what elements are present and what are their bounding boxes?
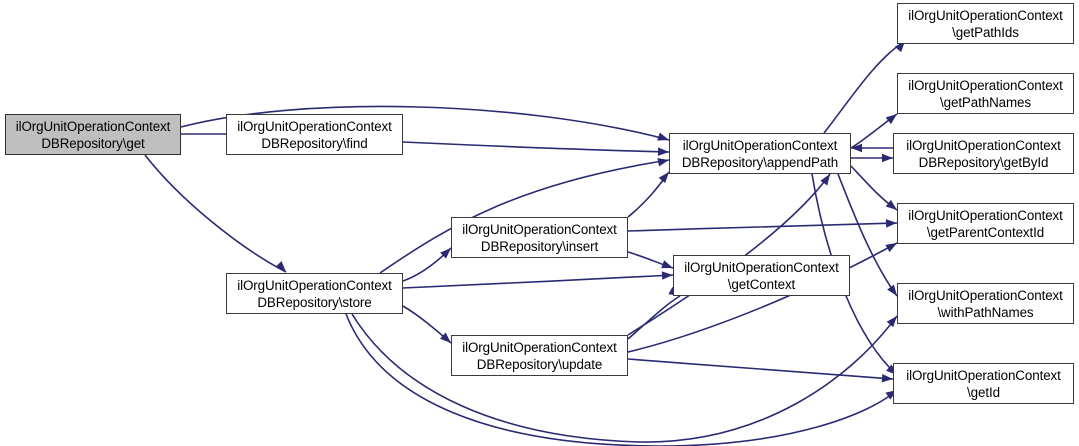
- node-label-line1: ilOrgUnitOperationContext: [237, 277, 392, 293]
- node-label-line1: ilOrgUnitOperationContext: [462, 221, 617, 237]
- arrowhead: [881, 374, 893, 383]
- arrowhead: [886, 316, 897, 328]
- node-label-line1: ilOrgUnitOperationContext: [462, 339, 617, 355]
- arrowhead: [275, 261, 286, 272]
- node-label-line1: ilOrgUnitOperationContext: [908, 7, 1063, 23]
- edge-update-to-getContext: [627, 295, 681, 340]
- arrowhead: [885, 243, 897, 253]
- edge-update-to-getParentContextId: [627, 242, 898, 353]
- node-label-line1: ilOrgUnitOperationContext: [15, 118, 171, 134]
- node-label-line1: ilOrgUnitOperationContext: [682, 137, 838, 153]
- arrowhead: [657, 132, 669, 141]
- node-label-line2: DBRepository\update: [476, 356, 603, 372]
- node-label-line2: \getId: [967, 384, 1000, 400]
- node-label-line1: ilOrgUnitOperationContext: [908, 287, 1063, 303]
- arrowhead: [820, 174, 830, 186]
- arrowhead: [885, 219, 897, 228]
- node-label-line2: DBRepository\appendPath: [681, 154, 839, 170]
- arrowhead: [885, 114, 897, 125]
- edge-find-to-appendPath: [402, 141, 670, 153]
- node-getPathNames[interactable]: ilOrgUnitOperationContext\getPathNames: [897, 73, 1074, 114]
- node-label-line2: \getParentContextId: [926, 224, 1045, 240]
- node-label-line2: \getPathNames: [940, 94, 1031, 110]
- edge-store-to-withPathNames: [351, 313, 898, 443]
- edge-appendPath-to-getPathIds: [823, 40, 906, 134]
- node-label-line2: \getPathIds: [952, 24, 1019, 40]
- arrowhead: [658, 172, 669, 184]
- arrowhead: [657, 147, 669, 156]
- node-withPathNames[interactable]: ilOrgUnitOperationContext\withPathNames: [897, 283, 1074, 324]
- edge-update-to-getId: [627, 358, 894, 380]
- arrowhead: [661, 260, 673, 269]
- node-label-line1: ilOrgUnitOperationContext: [237, 118, 392, 134]
- node-getParentContextId[interactable]: ilOrgUnitOperationContext\getParentConte…: [897, 203, 1074, 244]
- node-label-line1: ilOrgUnitOperationContext: [906, 137, 1061, 153]
- node-label-line1: ilOrgUnitOperationContext: [684, 259, 839, 275]
- edge-store-to-getId: [345, 313, 898, 446]
- arrowhead: [851, 143, 862, 153]
- edge-store-to-getContext: [402, 274, 674, 289]
- edge-insert-to-getParentContextId: [627, 222, 898, 232]
- arrowhead: [885, 199, 897, 210]
- node-label-line2: \withPathNames: [937, 304, 1034, 320]
- node-getContext[interactable]: ilOrgUnitOperationContext\getContext: [673, 255, 850, 296]
- arrowhead: [440, 248, 451, 259]
- node-label-line2: DBRepository\insert: [480, 238, 599, 254]
- arrowhead: [657, 158, 669, 167]
- arrowhead: [887, 284, 897, 296]
- arrowhead: [661, 271, 673, 280]
- node-getPathIds[interactable]: ilOrgUnitOperationContext\getPathIds: [897, 3, 1074, 44]
- node-label-line1: ilOrgUnitOperationContext: [908, 207, 1063, 223]
- node-label-line2: DBRepository\find: [261, 135, 368, 151]
- edge-get-to-store: [144, 154, 287, 273]
- node-label-line2: DBRepository\getById: [918, 154, 1049, 170]
- node-label-line1: ilOrgUnitOperationContext: [908, 77, 1063, 93]
- arrowhead: [440, 332, 451, 343]
- node-getId[interactable]: ilOrgUnitOperationContext\getId: [893, 363, 1074, 404]
- node-label-line2: DBRepository\store: [257, 294, 372, 310]
- edge-store-to-appendPath: [379, 159, 670, 274]
- edge-appendPath-to-withPathNames: [837, 173, 898, 297]
- node-label-line1: ilOrgUnitOperationContext: [906, 367, 1061, 383]
- node-label-line2: \getContext: [727, 276, 796, 292]
- arrowhead: [882, 153, 893, 163]
- node-label-line2: DBRepository\get: [41, 135, 145, 151]
